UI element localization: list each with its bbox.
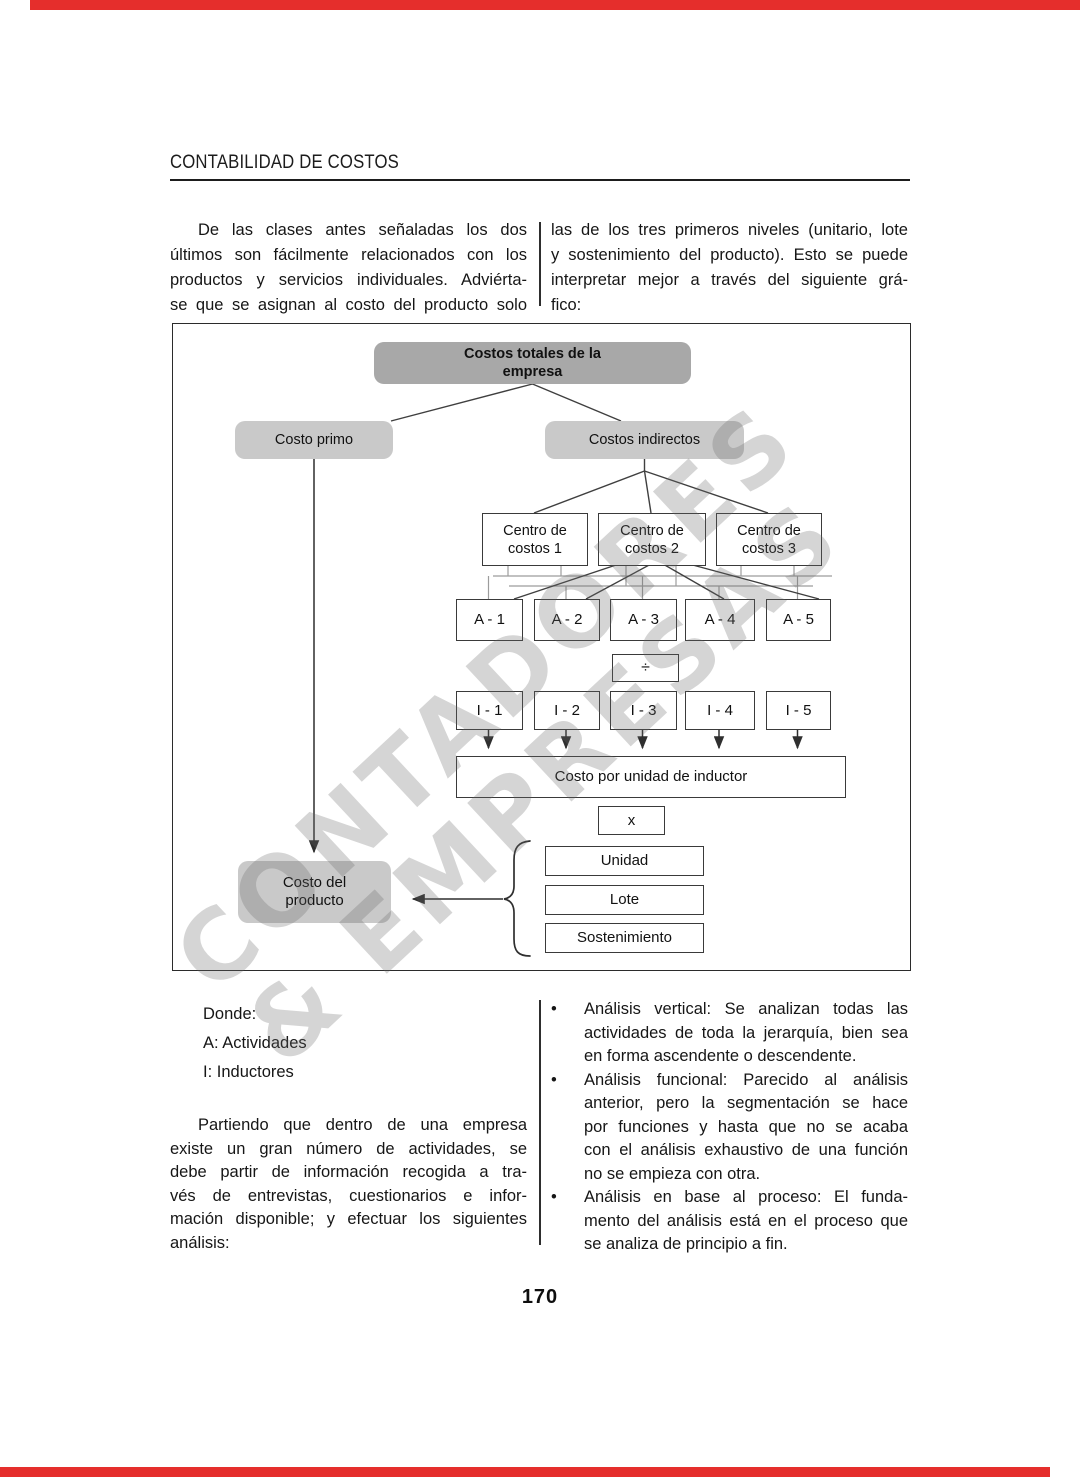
levels-brace [503, 840, 531, 957]
top-red-bar [30, 0, 1080, 10]
intro-right-column: las de los tres primeros niveles (unitar… [551, 218, 908, 318]
bullet-item: • Análisis funcional: Parecido al anális… [551, 1069, 908, 1187]
text-line: y sostenimiento del producto). Esto se p… [551, 246, 908, 264]
box-actividad-3: A - 3 [610, 599, 677, 641]
text-line: últimos son fácilmente relacionados con … [170, 246, 527, 264]
bullet-item: • Análisis vertical: Se analizan todas l… [551, 998, 908, 1069]
left-paragraph: Partiendo que dentro de una empresa exis… [170, 1114, 527, 1255]
box-actividad-5: A - 5 [766, 599, 831, 641]
column-divider-top [539, 222, 541, 306]
text-line: actividades de toda la jerarquía, bien s… [584, 1023, 908, 1042]
page-number: 170 [521, 1286, 559, 1308]
text-line: De las clases antes señaladas los dos [198, 221, 527, 239]
text-line: vés de entrevistas, cuestionarios e info… [170, 1186, 527, 1205]
box-costo-unidad-inductor: Costo por unidad de inductor [456, 756, 846, 798]
legend-block: Donde: A: Actividades I: Inductores [203, 1000, 307, 1087]
box-actividad-1: A - 1 [456, 599, 523, 641]
text-line: anterior, pero la segmentación se hace [584, 1094, 908, 1112]
box-actividad-2: A - 2 [534, 599, 600, 641]
box-inductor-2: I - 2 [534, 691, 600, 730]
bullet-item: • Análisis en base al proceso: El funda-… [551, 1186, 908, 1257]
legend-line: Donde: [203, 1005, 257, 1023]
text-line: mación disponible; y efectuar los siguie… [170, 1210, 527, 1228]
analysis-bullet-list: • Análisis vertical: Se analizan todas l… [551, 998, 908, 1257]
allocation-web-gray [487, 564, 832, 599]
diagram-connectors [308, 383, 832, 957]
box-multiply-operator: x [598, 806, 665, 835]
text-line: productos y servicios individuales. Advi… [170, 271, 527, 289]
text-line: análisis: [170, 1233, 230, 1252]
allocation-web-diagonals [513, 563, 820, 600]
box-costos-totales: Costos totales de la empresa [374, 342, 691, 384]
box-inductor-4: I - 4 [685, 691, 755, 730]
text-line: Análisis funcional: Parecido al análisis [584, 1070, 908, 1089]
running-header: CONTABILIDAD DE COSTOS [170, 152, 400, 173]
box-inductor-5: I - 5 [766, 691, 831, 730]
text-line: Partiendo que dentro de una empresa [198, 1116, 527, 1134]
box-costo-primo: Costo primo [235, 421, 393, 459]
text-line: en forma ascendente o descendente. [584, 1047, 857, 1065]
text-line: se que se asignan al costo del producto … [170, 296, 527, 314]
text-line: Análisis vertical: Se analizan todas las [584, 1000, 908, 1018]
text-line: con el análisis exhaustivo de una funció… [584, 1141, 908, 1159]
text-line: por funciones y hasta que no se acaba [584, 1117, 908, 1136]
box-costo-producto: Costo del producto [238, 861, 391, 923]
box-nivel-sostenimiento: Sostenimiento [545, 923, 704, 953]
box-inductor-1: I - 1 [456, 691, 523, 730]
bottom-red-bar [0, 1467, 1050, 1477]
box-divide-operator: ÷ [612, 654, 679, 682]
text-line: interpretar mejor a través del siguiente… [551, 271, 908, 289]
text-line: se analiza de principio a fin. [584, 1235, 788, 1253]
text-line: existe un gran número de actividades, se [170, 1139, 527, 1158]
bullet-marker: • [551, 1070, 557, 1089]
bullet-marker: • [551, 1188, 557, 1206]
box-actividad-4: A - 4 [685, 599, 755, 641]
cost-flow-diagram: Costos totales de la empresa Costo primo… [172, 323, 911, 971]
text-line: mento del análisis está en el proceso qu… [584, 1211, 908, 1230]
box-nivel-unidad: Unidad [545, 846, 704, 876]
text-line: fico: [551, 296, 582, 314]
inductor-arrows [483, 728, 803, 750]
text-line: debe partir de información recogida a tr… [170, 1163, 527, 1181]
box-nivel-lote: Lote [545, 885, 704, 915]
box-inductor-3: I - 3 [610, 691, 677, 730]
text-line: las de los tres primeros niveles (unitar… [551, 221, 908, 239]
intro-left-column: De las clases antes señaladas los dos úl… [170, 218, 527, 318]
header-rule [170, 179, 910, 181]
text-line: no se empieza con otra. [584, 1164, 761, 1183]
legend-line: A: Actividades [203, 1034, 307, 1052]
column-divider-bottom [539, 1000, 541, 1245]
bullet-marker: • [551, 1000, 557, 1018]
box-costos-indirectos: Costos indirectos [545, 421, 744, 459]
legend-line: I: Inductores [203, 1063, 294, 1081]
text-line: Análisis en base al proceso: El funda- [584, 1188, 908, 1206]
tree-lines [390, 383, 769, 514]
